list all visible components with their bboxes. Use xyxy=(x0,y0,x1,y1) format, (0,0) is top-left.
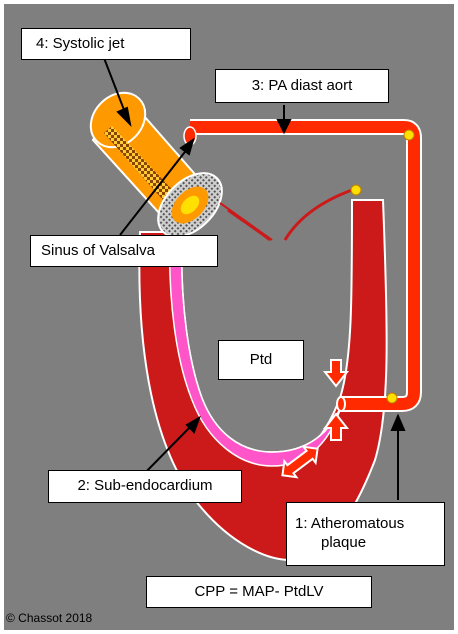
label-cpp-formula-text: CPP = MAP- PtdLV xyxy=(194,582,324,600)
label-atheromatous-plaque-line1: 1: Atheromatous xyxy=(295,515,405,533)
pointer-lines xyxy=(103,57,406,500)
label-pa-diast-aort-text: 3: PA diast aort xyxy=(251,76,353,94)
label-sinus-of-valsalva: Sinus of Valsalva xyxy=(30,235,218,267)
plaque-bottom xyxy=(386,392,398,404)
label-atheromatous-plaque-line2: plaque xyxy=(321,534,367,551)
label-cpp-formula: CPP = MAP- PtdLV xyxy=(146,576,372,608)
label-sub-endocardium: 2: Sub-endocardium xyxy=(48,470,242,503)
plaque-top xyxy=(403,129,415,141)
label-systolic-jet: 4: Systolic jet xyxy=(21,28,191,60)
aorta-cylinder xyxy=(89,91,223,238)
lv-cavity-outline xyxy=(180,234,345,453)
double-arrow-icon xyxy=(281,445,319,479)
label-sub-endocardium-text: 2: Sub-endocardium xyxy=(77,477,213,495)
label-sinus-of-valsalva-text: Sinus of Valsalva xyxy=(41,241,155,259)
compression-arrows-icon xyxy=(322,359,350,441)
aorta-leaflet xyxy=(219,202,273,241)
label-atheromatous-plaque: 1: Atheromatous plaque xyxy=(286,502,445,566)
label-pa-diast-aort: 3: PA diast aort xyxy=(215,69,389,103)
plaque-wall xyxy=(350,184,362,196)
label-systolic-jet-text: 4: Systolic jet xyxy=(36,34,125,52)
valve-leaflet-right xyxy=(283,188,353,241)
copyright-text: © Chassot 2018 xyxy=(6,611,93,625)
label-ptd-text: Ptd xyxy=(249,350,273,368)
coronary-artery-fill xyxy=(190,121,420,410)
label-ptd: Ptd xyxy=(218,340,304,380)
